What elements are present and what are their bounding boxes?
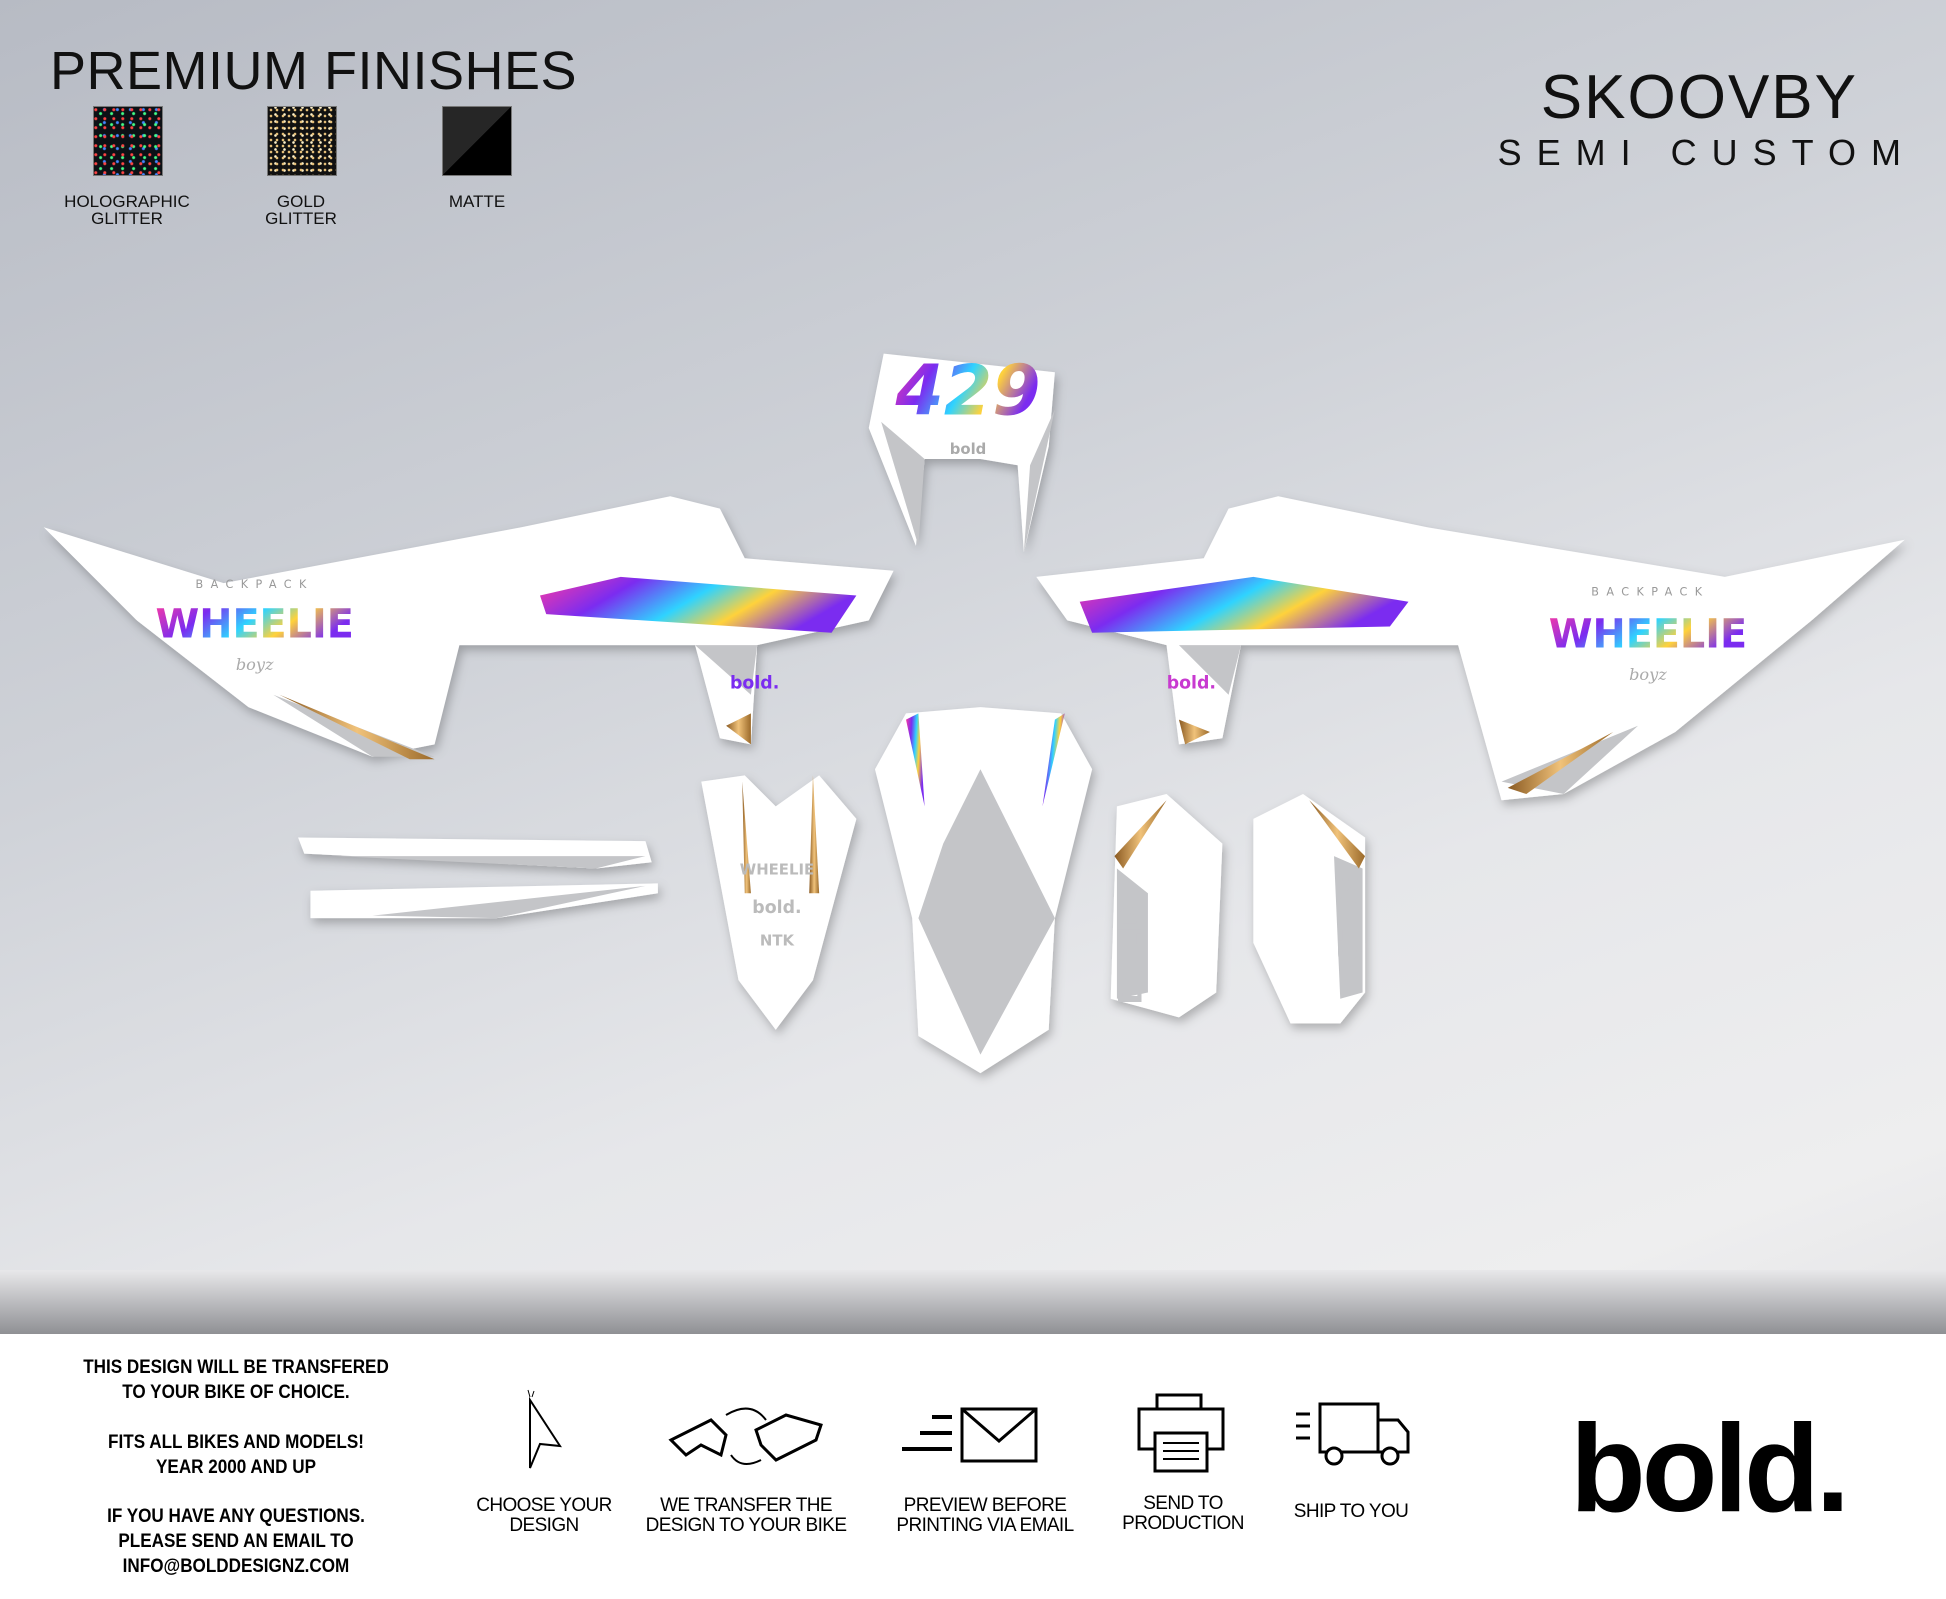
fender-logo: bold. — [752, 898, 801, 918]
step-label: PRINTING VIA EMAIL — [896, 1515, 1074, 1536]
fender-text: NTK — [760, 931, 795, 949]
cursor-icon — [527, 1389, 562, 1469]
right-bold-graphic — [1079, 576, 1409, 633]
design-name: SKOOVBY — [1540, 63, 1858, 132]
step-label: DESIGN — [509, 1515, 579, 1536]
page-title: PREMIUM FINISHES — [50, 41, 578, 101]
floor-shadow — [0, 1270, 1946, 1334]
plate-wordmark: bold — [950, 440, 987, 458]
fender-sponsor: WHEELIE — [740, 861, 814, 879]
label-line: GLITTER — [91, 209, 163, 228]
step-label: SHIP TO YOU — [1293, 1501, 1409, 1522]
footer — [0, 1334, 1946, 1599]
sponsor-top-right: BACKPACK — [1591, 586, 1709, 599]
step-label: DESIGN TO YOUR BIKE — [645, 1515, 847, 1536]
left-shroud — [43, 496, 894, 757]
sponsor-sub-left: boyz — [236, 655, 274, 674]
printer-icon — [1137, 1393, 1225, 1473]
truck-icon — [1296, 1402, 1410, 1466]
design-type: SEMI CUSTOM — [1497, 132, 1916, 173]
bold-logo: bold. — [1570, 1400, 1850, 1538]
label-line: HOLOGRAPHIC — [64, 192, 190, 211]
step-label: PREVIEW BEFORE — [903, 1495, 1067, 1516]
info-line: IF YOU HAVE ANY QUESTIONS. — [107, 1506, 365, 1527]
fork-guard-right — [1253, 794, 1366, 1024]
sponsor-top-left: BACKPACK — [195, 578, 313, 591]
race-number: 429 — [895, 351, 1041, 431]
info-line: PLEASE SEND AN EMAIL TO — [118, 1531, 354, 1552]
label-line: MATTE — [448, 192, 506, 211]
info-line: THIS DESIGN WILL BE TRANSFERED — [83, 1357, 389, 1378]
info-line: TO YOUR BIKE OF CHOICE. — [122, 1382, 350, 1403]
step-label: CHOOSE YOUR — [476, 1495, 612, 1516]
decal-kit-artwork: 429 bold BACKPACK WHEELIE boyz BACKPACK … — [43, 351, 1905, 1074]
fork-guard-text-left: BOLD — [1112, 906, 1150, 1005]
fork-guard-text-right: BOLD — [1330, 868, 1368, 967]
label-line: GLITTER — [265, 209, 337, 228]
label-line: GOLD — [276, 192, 326, 211]
right-shroud — [1036, 496, 1905, 801]
holographic-glitter-swatch — [93, 106, 163, 176]
shroud-logo-left: bold. — [730, 674, 779, 694]
matte-swatch — [442, 106, 512, 176]
info-line: YEAR 2000 AND UP — [156, 1457, 316, 1478]
sponsor-sub-right: boyz — [1629, 665, 1667, 684]
step-label: PRODUCTION — [1122, 1513, 1244, 1534]
front-fender — [701, 775, 857, 1030]
sponsor-left: WHEELIE — [155, 602, 353, 648]
step-label: SEND TO — [1143, 1493, 1223, 1514]
left-side-stripe-2 — [310, 883, 658, 919]
info-contact: IF YOU HAVE ANY QUESTIONS. PLEASE SEND AN… — [38, 1504, 434, 1579]
matte-label: MATTE — [397, 193, 557, 210]
sponsor-right: WHEELIE — [1549, 612, 1747, 658]
info-transfer: THIS DESIGN WILL BE TRANSFERED TO YOUR BI… — [38, 1355, 434, 1405]
info-fits: FITS ALL BIKES AND MODELS! YEAR 2000 AND … — [38, 1430, 434, 1480]
step-ship: SHIP TO YOU — [1276, 1502, 1426, 1522]
info-line: FITS ALL BIKES AND MODELS! — [108, 1432, 364, 1453]
gold-glitter-swatch — [267, 106, 337, 176]
shroud-logo-right: bold. — [1167, 674, 1216, 694]
step-label: WE TRANSFER THE — [660, 1495, 832, 1516]
email-link[interactable]: INFO@BOLDDESIGNZ.COM — [122, 1556, 350, 1577]
transfer-icon — [668, 1407, 823, 1465]
email-icon — [902, 1407, 1038, 1463]
left-bold-graphic — [540, 576, 857, 633]
